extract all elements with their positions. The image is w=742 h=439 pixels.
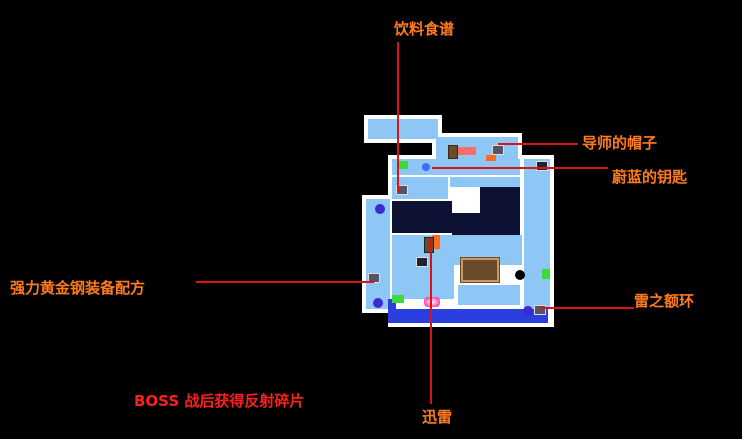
label-mentor-hat: 导师的帽子 (582, 134, 658, 152)
pointer-line-swift (430, 238, 432, 404)
pointer-line-key (432, 167, 608, 169)
door-icon (424, 237, 434, 253)
dungeon-map (362, 115, 554, 327)
pointer-line-hat (498, 143, 578, 145)
label-drink-recipe: 饮料食谱 (394, 20, 455, 38)
label-azure-key: 蔚蓝的钥匙 (612, 168, 688, 186)
chest-icon (536, 161, 548, 171)
label-swift-thunder: 迅雷 (422, 408, 453, 426)
label-thunder-ring: 雷之额环 (634, 292, 695, 310)
boss-note: BOSS 战后获得反射碎片 (134, 392, 305, 410)
chest-icon (448, 145, 458, 159)
boss-marker (424, 297, 440, 307)
chest-icon (416, 257, 428, 267)
pointer-line-drink (397, 42, 399, 192)
map-rooms (362, 115, 554, 327)
chest-icon (534, 305, 546, 315)
pointer-line-steel (196, 281, 374, 283)
chest-icon (396, 185, 408, 195)
chest-icon (492, 145, 504, 155)
chest-icon (368, 273, 380, 283)
label-steel-recipe: 强力黄金钢装备配方 (10, 279, 146, 297)
pointer-line-thunder-ring (540, 307, 634, 309)
